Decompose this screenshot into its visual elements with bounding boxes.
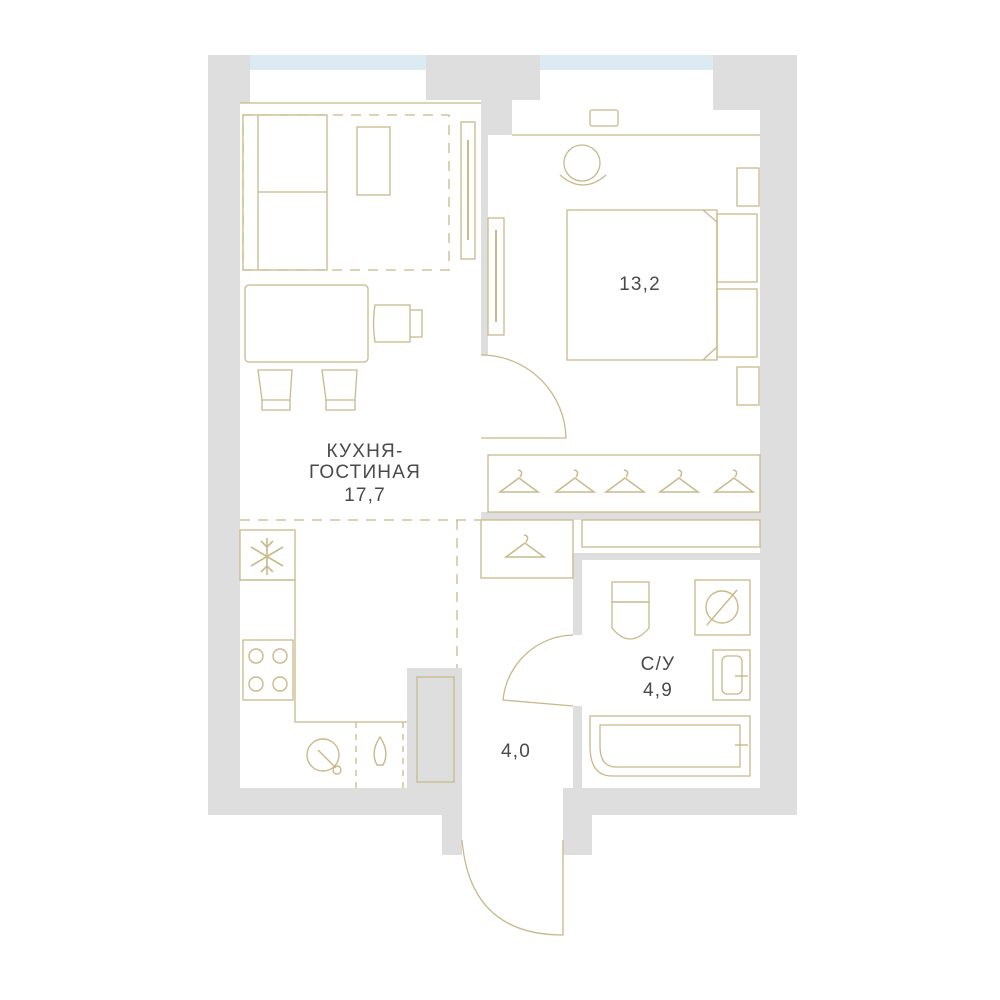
thin-wall-9 (481, 55, 540, 100)
tv-unit (460, 121, 476, 260)
thin-wall-2 (481, 512, 767, 520)
bathroom-area: 4,9 (643, 680, 673, 701)
living-area: 17,7 (344, 485, 386, 506)
chair-right (372, 304, 423, 343)
bedroom-area: 13,2 (619, 274, 661, 295)
hanger-icon (503, 534, 547, 558)
thin-wall-4 (573, 553, 582, 635)
bedroom-tv (487, 217, 505, 336)
wall-corner-left (208, 55, 250, 103)
floor-right-top (540, 70, 713, 110)
thin-walls (407, 55, 797, 788)
hanger-icon (553, 469, 597, 493)
thin-wall-3 (573, 553, 767, 560)
thin-wall-8 (426, 55, 481, 100)
sink (712, 649, 751, 701)
thin-wall-6 (760, 520, 767, 553)
floor-closet (582, 520, 767, 553)
washing-machine-icon (705, 589, 739, 626)
nightstand-bottom (736, 366, 760, 406)
toilet-bowl (611, 601, 650, 640)
kitchen-counter (240, 579, 407, 723)
bathtub (589, 715, 751, 777)
wall-bottom-left (208, 788, 462, 815)
bathroom-label: С/У (641, 654, 676, 675)
coffee-table (356, 126, 391, 196)
armchair (563, 144, 601, 182)
floor-hall-corridor (462, 520, 573, 668)
faucet-icon (373, 675, 748, 766)
wall-entry-right (563, 788, 592, 855)
hanger-icon (603, 469, 647, 493)
door-entry (461, 839, 564, 936)
entry-closet (416, 676, 455, 783)
desk-lamp (589, 109, 619, 127)
nightstand-top (736, 167, 760, 207)
thin-wall-1 (481, 135, 488, 355)
floor-entry (462, 668, 563, 855)
closet-strip (581, 519, 761, 548)
thin-wall-7 (407, 668, 462, 788)
floor-bedroom (488, 135, 760, 512)
thin-wall-10 (713, 55, 797, 100)
wardrobe (487, 454, 761, 513)
cooktop (242, 639, 294, 701)
washer (694, 579, 751, 636)
pillow-bottom (716, 288, 758, 358)
living-label-line1: КУХНЯ- (327, 441, 404, 462)
pillow-top (716, 213, 758, 283)
thin-wall-5 (573, 706, 582, 788)
armchair-base (559, 174, 607, 186)
hall-hanger-box (480, 519, 574, 579)
hanger-icon (657, 469, 701, 493)
hanger-icons (497, 469, 756, 558)
hanger-icon (712, 469, 756, 493)
dining-table (244, 284, 369, 363)
wall-entry-left (442, 788, 462, 855)
sink-drain-icon (306, 738, 342, 775)
wall-bedroom-left (481, 100, 512, 135)
wall-bottom-right (573, 788, 797, 815)
hanger-icon (497, 469, 541, 493)
snowflake-icon (250, 538, 284, 575)
living-label-line2: ГОСТИНАЯ (309, 462, 421, 483)
door-living (480, 354, 567, 439)
chair-bottom-left (257, 369, 293, 411)
door-bath (502, 634, 574, 707)
window-bedroom (540, 55, 713, 70)
hall-area: 4,0 (501, 741, 531, 762)
chair-bottom-right (321, 369, 358, 411)
bed-fold (702, 209, 718, 361)
window-living (250, 55, 426, 70)
sink-inner (721, 655, 743, 695)
cooktop-icon (248, 648, 288, 692)
bathtub-inner (599, 724, 741, 768)
floor-left-top (250, 70, 426, 110)
windows (250, 55, 713, 70)
furniture (239, 102, 761, 936)
